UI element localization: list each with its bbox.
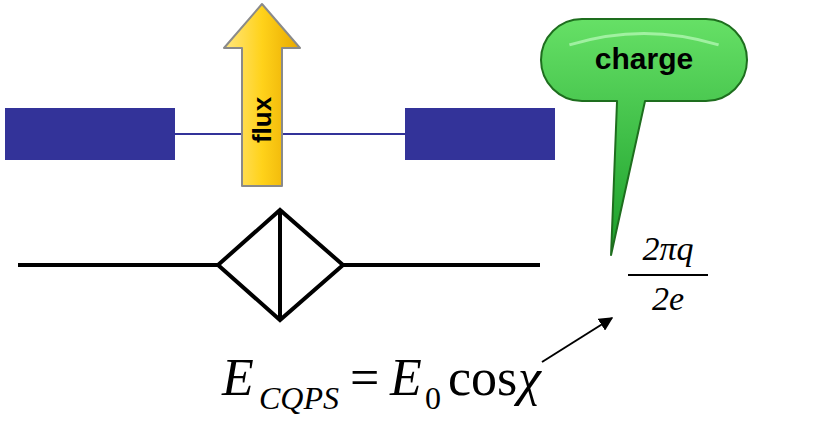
fraction-bar xyxy=(628,274,708,276)
phase-symbol: χ xyxy=(518,352,541,404)
bubble-label: charge xyxy=(540,18,748,74)
flux-arrow: flux xyxy=(222,2,302,188)
arrow-outline xyxy=(224,4,300,186)
nanowire xyxy=(175,133,405,135)
superconductor-block xyxy=(5,108,175,160)
subscript: CQPS xyxy=(259,382,339,414)
cos-function: cos xyxy=(448,352,517,404)
speech-bubble: charge xyxy=(540,18,748,102)
flux-label: flux xyxy=(249,97,275,143)
bubble-outline xyxy=(541,19,747,255)
arrow-shape xyxy=(222,2,302,188)
equals-sign: = xyxy=(350,352,379,404)
superconductor-block xyxy=(405,108,555,160)
denominator: 2e xyxy=(652,282,684,316)
symbol-e: E xyxy=(222,352,254,404)
cqps-symbol xyxy=(218,210,343,320)
subscript: 0 xyxy=(425,382,441,414)
numerator: 2πq xyxy=(642,232,693,266)
symbol-e: E xyxy=(390,352,422,404)
cqps-symbol-bar xyxy=(278,210,282,320)
circuit-wire xyxy=(18,263,218,267)
circuit-wire xyxy=(343,263,540,267)
pointer-arrow xyxy=(542,318,612,362)
